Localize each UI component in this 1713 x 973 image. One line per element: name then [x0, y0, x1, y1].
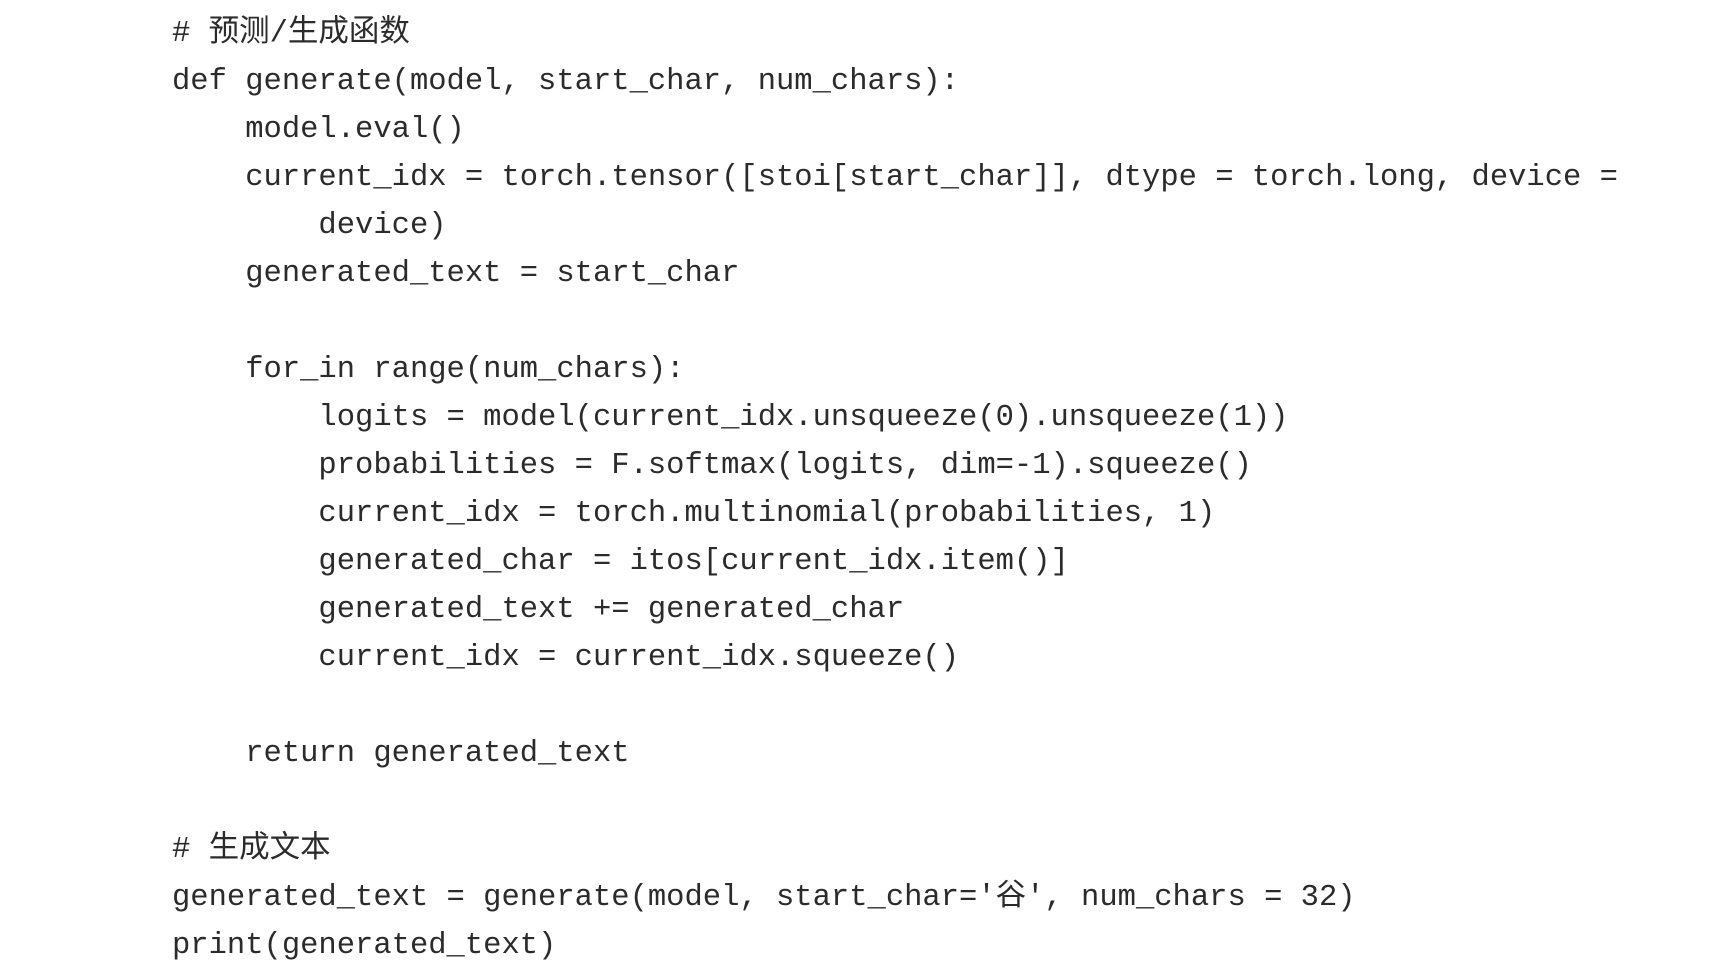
code-line-blank — [172, 298, 1618, 346]
code-line-model-eval: model.eval() — [172, 113, 465, 147]
code-line-print: print(generated_text) — [172, 929, 557, 963]
code-line-comment-generate-text: # 生成文本 — [172, 833, 331, 867]
code-line-comment-predict-generate: # 预测/生成函数 — [172, 17, 410, 51]
code-line-generated-text-init: generated_text = start_char — [172, 257, 740, 291]
code-line-blank — [172, 682, 1618, 730]
code-line-generated-char: generated_char = itos[current_idx.item()… — [172, 545, 1069, 579]
code-line-probabilities: probabilities = F.softmax(logits, dim=-1… — [172, 449, 1252, 483]
code-line-for-loop: for_in range(num_chars): — [172, 353, 685, 387]
code-line-multinomial: current_idx = torch.multinomial(probabil… — [172, 497, 1216, 531]
code-line-blank — [172, 778, 1618, 826]
code-line-call-generate: generated_text = generate(model, start_c… — [172, 881, 1356, 915]
code-line-current-idx-tensor: current_idx = torch.tensor([stoi[start_c… — [172, 161, 1618, 195]
code-line-device-continuation: device) — [172, 209, 447, 243]
code-line-squeeze: current_idx = current_idx.squeeze() — [172, 641, 960, 675]
code-line-def-generate: def generate(model, start_char, num_char… — [172, 65, 960, 99]
code-line-logits: logits = model(current_idx.unsqueeze(0).… — [172, 401, 1289, 435]
code-line-return: return generated_text — [172, 737, 630, 771]
code-block: # 预测/生成函数 def generate(model, start_char… — [172, 10, 1618, 970]
code-line-append-char: generated_text += generated_char — [172, 593, 905, 627]
